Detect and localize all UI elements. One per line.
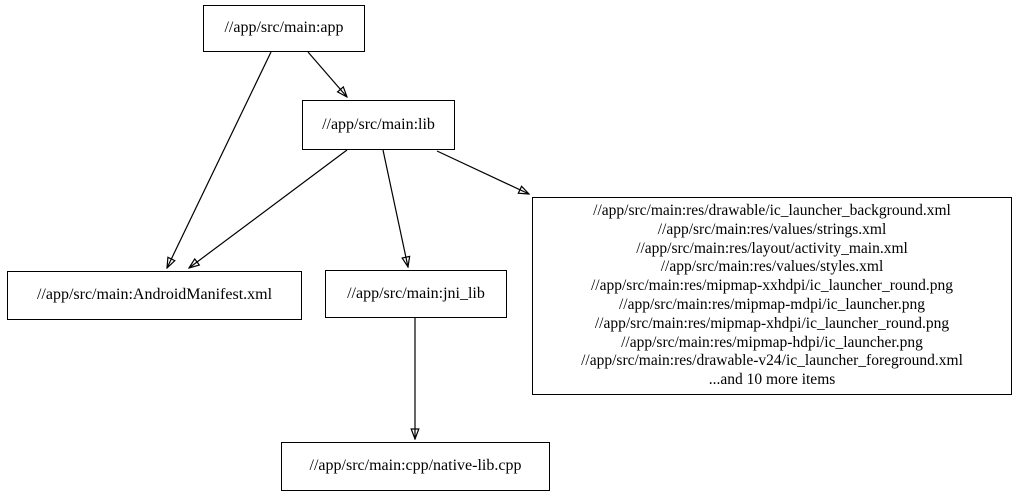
edge-app-to-androidmanifest — [167, 51, 272, 268]
edge-lib-to-res-group — [436, 150, 529, 194]
edge-lib-to-jni-lib — [382, 149, 408, 267]
res-file-line: //app/src/main:res/layout/activity_main.… — [636, 239, 908, 257]
edge-app-to-lib — [307, 51, 347, 97]
node-jni-lib-label: //app/src/main:jni_lib — [347, 284, 485, 302]
res-file-line: //app/src/main:res/mipmap-xxhdpi/ic_laun… — [590, 277, 953, 295]
node-androidmanifest: //app/src/main:AndroidManifest.xml — [7, 271, 302, 320]
node-app-label: //app/src/main:app — [224, 19, 344, 37]
node-app: //app/src/main:app — [203, 5, 365, 52]
res-file-line: //app/src/main:res/mipmap-hdpi/ic_launch… — [621, 333, 923, 351]
node-jni-lib: //app/src/main:jni_lib — [325, 270, 507, 318]
node-native-lib-cpp: //app/src/main:cpp/native-lib.cpp — [281, 442, 550, 491]
node-androidmanifest-label: //app/src/main:AndroidManifest.xml — [36, 286, 273, 304]
node-lib-label: //app/src/main:lib — [322, 115, 435, 133]
res-file-line: //app/src/main:res/drawable-v24/ic_launc… — [581, 352, 963, 370]
node-res-file-group: //app/src/main:res/drawable/ic_launcher_… — [532, 197, 1012, 395]
res-file-line: //app/src/main:res/values/strings.xml — [657, 220, 887, 238]
node-native-lib-cpp-label: //app/src/main:cpp/native-lib.cpp — [309, 457, 522, 475]
res-file-line: //app/src/main:res/drawable/ic_launcher_… — [593, 202, 951, 220]
res-more-items-line: ...and 10 more items — [708, 371, 836, 389]
node-lib: //app/src/main:lib — [302, 100, 455, 150]
res-file-line: //app/src/main:res/values/styles.xml — [660, 258, 884, 276]
res-file-line: //app/src/main:res/mipmap-mdpi/ic_launch… — [618, 296, 926, 313]
res-file-line: //app/src/main:res/mipmap-xhdpi/ic_launc… — [594, 314, 950, 332]
edge-lib-to-androidmanifest — [189, 149, 348, 268]
